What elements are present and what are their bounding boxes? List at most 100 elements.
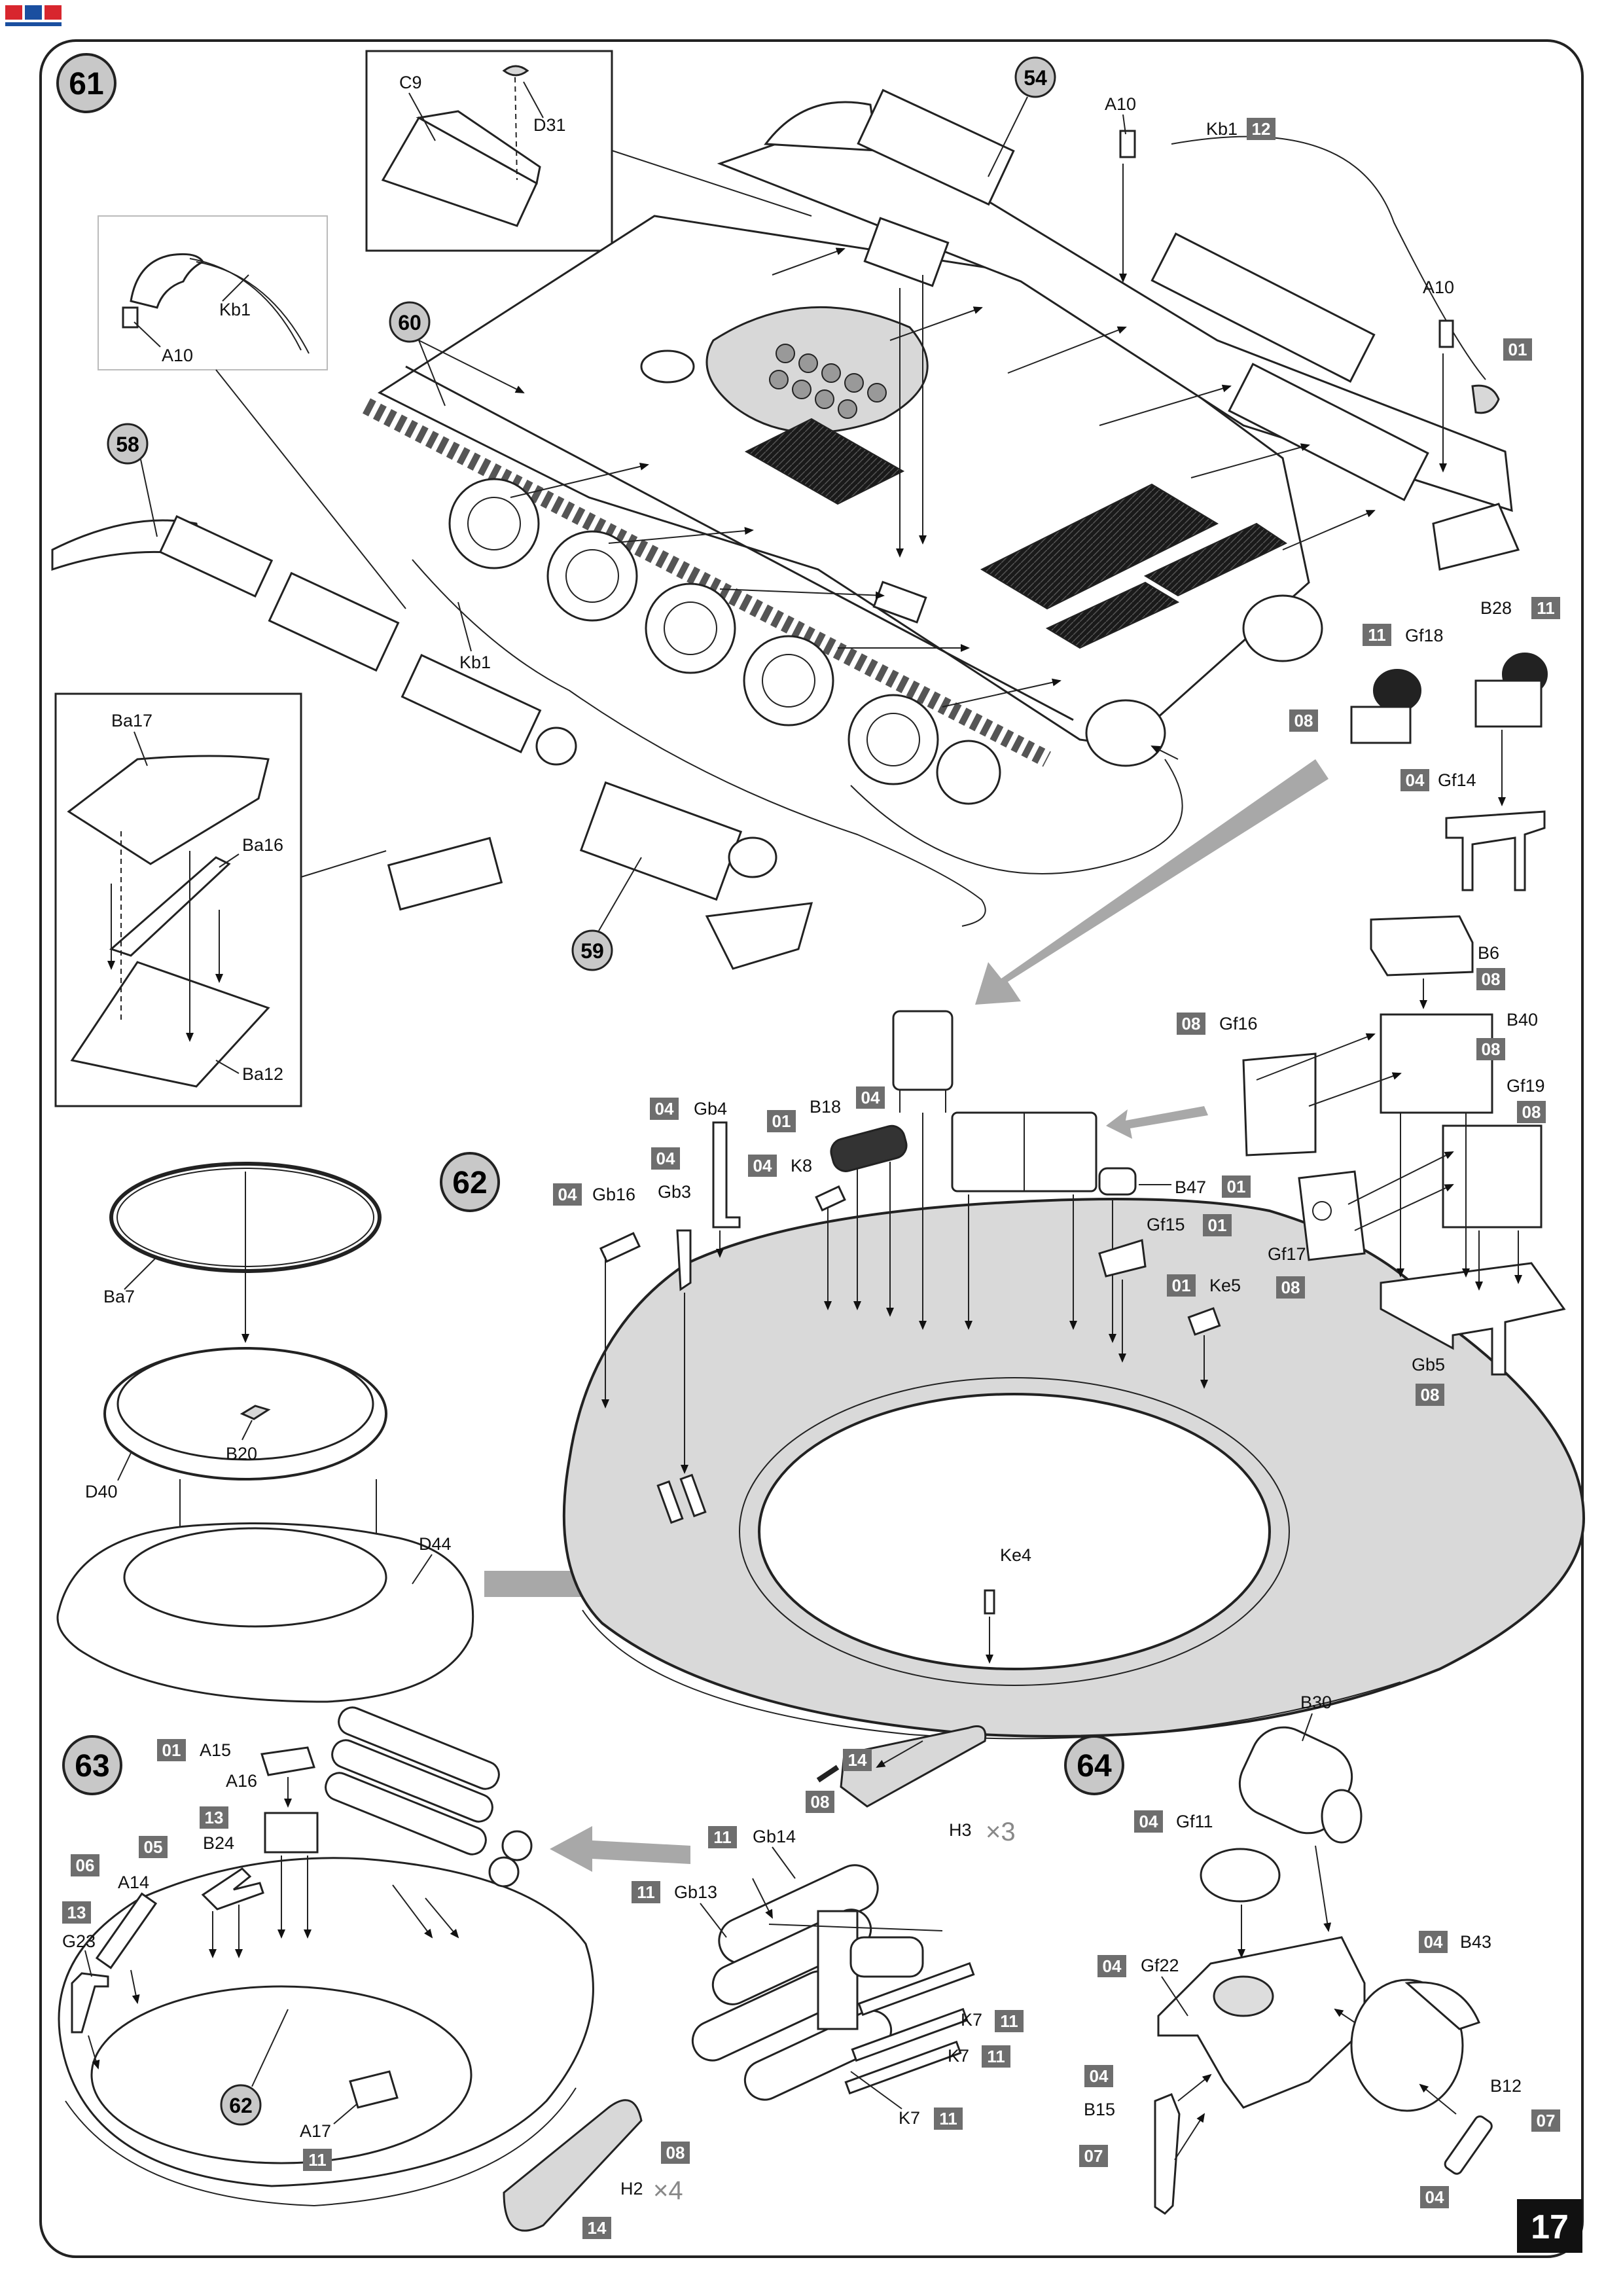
svg-text:08: 08 <box>1182 1014 1201 1033</box>
label-b12: B12 <box>1490 2076 1522 2096</box>
label-ba12: Ba12 <box>242 1064 283 1084</box>
b30-periscope <box>1238 1726 1363 1932</box>
code-b18-04: 04 <box>856 1086 885 1109</box>
svg-text:11: 11 <box>637 1882 655 1902</box>
svg-text:11: 11 <box>1368 625 1386 645</box>
code-b24: 05 <box>139 1836 168 1858</box>
label-a16: A16 <box>226 1771 257 1791</box>
svg-text:01: 01 <box>1208 1215 1227 1235</box>
code-b18-01: 01 <box>767 1110 796 1132</box>
label-b6: B6 <box>1478 943 1499 963</box>
label-c9: C9 <box>399 73 422 92</box>
svg-text:54: 54 <box>1024 66 1047 90</box>
svg-text:06: 06 <box>76 1856 95 1875</box>
code-kb1: 12 <box>1247 118 1275 140</box>
label-b28: B28 <box>1480 598 1512 618</box>
svg-text:08: 08 <box>1421 1385 1440 1405</box>
svg-text:08: 08 <box>1482 969 1501 989</box>
label-a15: A15 <box>200 1740 231 1760</box>
step-number-62: 62 <box>452 1166 487 1200</box>
code-b28: 11 <box>1531 597 1560 619</box>
code-b12-07: 07 <box>1531 2109 1560 2132</box>
svg-text:01: 01 <box>162 1740 181 1760</box>
label-gb4: Gb4 <box>694 1099 727 1119</box>
code-ke5: 01 <box>1167 1274 1196 1297</box>
explode-arrows <box>418 164 1447 760</box>
qty-h3: ×3 <box>986 1818 1016 1846</box>
svg-text:04: 04 <box>861 1088 880 1107</box>
base-d44: D44 <box>56 1522 474 1703</box>
svg-text:08: 08 <box>1482 1039 1501 1059</box>
step-number-61: 61 <box>69 67 103 101</box>
label-gb16: Gb16 <box>592 1185 635 1204</box>
big-arrow-61-62 <box>975 759 1329 1005</box>
svg-text:04: 04 <box>1425 2187 1444 2207</box>
label-gb14: Gb14 <box>753 1827 796 1846</box>
svg-text:11: 11 <box>713 1827 732 1847</box>
svg-text:11: 11 <box>939 2109 957 2128</box>
svg-text:08: 08 <box>666 2143 685 2162</box>
label-gf15: Gf15 <box>1147 1215 1185 1234</box>
code-a17: 11 <box>303 2149 332 2171</box>
code-gb14: 11 <box>708 1826 737 1848</box>
label-gb3: Gb3 <box>658 1182 691 1202</box>
svg-text:08: 08 <box>811 1792 830 1812</box>
label-h2: H2 <box>620 2179 643 2198</box>
svg-text:07: 07 <box>1537 2111 1556 2130</box>
svg-text:01: 01 <box>1508 340 1527 359</box>
label-g23: G23 <box>62 1931 96 1951</box>
road-wheels <box>448 478 1323 805</box>
label-a14: A14 <box>118 1873 149 1892</box>
code-gf14: 04 <box>1400 769 1429 791</box>
label-gb13: Gb13 <box>674 1882 717 1902</box>
svg-text:13: 13 <box>205 1808 224 1827</box>
code-k7-a: 11 <box>995 2010 1024 2032</box>
ref-62-in-63: 62 <box>220 2009 289 2126</box>
step-64: 64 B30 Gf11 04 Gf22 04 B43 04 B15 <box>1064 1693 1560 2215</box>
label-b18: B18 <box>810 1097 841 1117</box>
step-63: 63 62 A15 01 <box>58 1706 1024 2239</box>
label-b15: B15 <box>1084 2100 1115 2119</box>
label-k7-c: K7 <box>899 2108 920 2128</box>
qty-h2: ×4 <box>653 2176 683 2205</box>
label-b24: B24 <box>203 1833 234 1853</box>
code-k7-c: 11 <box>934 2108 963 2130</box>
label-gf11: Gf11 <box>1176 1812 1213 1831</box>
label-ba7: Ba7 <box>103 1287 135 1306</box>
code-b6: 08 <box>1476 968 1505 990</box>
page-number-box: 17 <box>1517 2199 1582 2253</box>
code-gb4: 04 <box>650 1098 679 1120</box>
svg-text:04: 04 <box>656 1149 675 1168</box>
svg-text:01: 01 <box>1227 1177 1246 1196</box>
gun-rack-assembly <box>503 1725 987 2232</box>
brand-logo-icon <box>5 5 62 26</box>
label-gf22: Gf22 <box>1141 1956 1179 1975</box>
svg-text:04: 04 <box>558 1185 577 1204</box>
label-ke5: Ke5 <box>1209 1276 1241 1295</box>
label-gf17: Gf17 <box>1268 1244 1306 1264</box>
code-gf16: 08 <box>1177 1013 1205 1035</box>
code-gf17: 08 <box>1276 1276 1305 1299</box>
cluster-gf18-b28: Gf18 11 B28 11 08 04 Gf14 <box>1289 597 1560 891</box>
code-08-gf18: 08 <box>1289 709 1318 732</box>
code-gf18: 11 <box>1363 624 1391 646</box>
turret-floor: Ke4 <box>562 1198 1586 1740</box>
svg-text:14: 14 <box>588 2218 607 2238</box>
step-number-64: 64 <box>1077 1749 1112 1784</box>
svg-text:13: 13 <box>67 1903 86 1922</box>
label-ba17: Ba17 <box>111 711 152 730</box>
svg-text:07: 07 <box>1084 2146 1103 2166</box>
svg-text:04: 04 <box>655 1099 674 1119</box>
label-b20: B20 <box>226 1444 257 1463</box>
label-a17: A17 <box>300 2121 331 2141</box>
code-gb5: 08 <box>1416 1384 1444 1406</box>
label-kb1-inset: Kb1 <box>219 300 251 319</box>
svg-text:08: 08 <box>1522 1102 1541 1122</box>
label-gb5: Gb5 <box>1412 1355 1445 1374</box>
code-b15-07: 07 <box>1079 2145 1108 2167</box>
code-b15-04: 04 <box>1084 2065 1113 2087</box>
label-k8: K8 <box>791 1156 812 1175</box>
label-h3: H3 <box>949 1820 972 1840</box>
svg-text:11: 11 <box>987 2047 1005 2066</box>
